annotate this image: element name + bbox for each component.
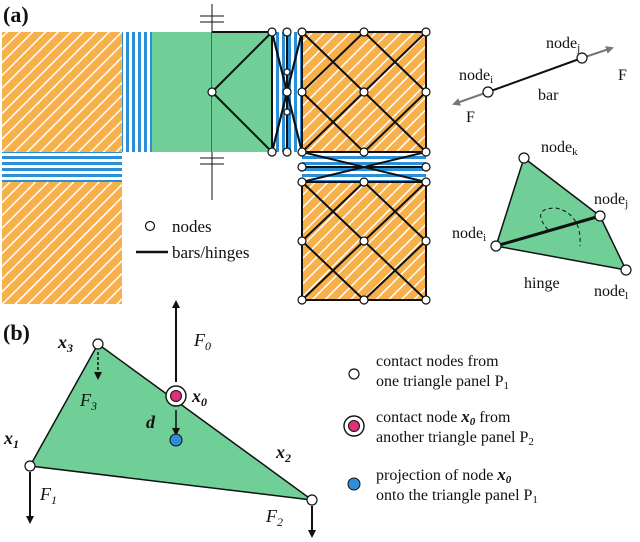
label-f1: F1	[39, 484, 57, 507]
legend-item1-line2: one triangle panel P1	[376, 373, 509, 392]
legend-item3-line2: onto the triangle panel P1	[376, 487, 538, 506]
panel-b-label: (b)	[3, 320, 30, 345]
hinge-node-k: nodek	[541, 139, 578, 158]
panel-b: (b) x3 x1 x2 x0 F3 F1 F2 F0 d contact no…	[3, 300, 538, 538]
nodes	[207, 27, 431, 305]
legend-item2-line2: another triangle panel P2	[376, 429, 534, 448]
legend-item1-line1: contact nodes from	[376, 353, 499, 370]
legend-contact-node-marker	[348, 368, 360, 380]
green-panel	[212, 32, 272, 152]
node-x3	[92, 338, 104, 350]
node-x2	[306, 494, 318, 506]
green-panel	[152, 32, 212, 152]
label-d: d	[146, 412, 156, 432]
legend-projection-marker	[347, 477, 361, 491]
node-x1	[24, 460, 36, 472]
triangle-panel-p1	[28, 342, 315, 502]
label-x1: x1	[3, 428, 19, 451]
bar-force-right: F	[618, 67, 627, 84]
hinge-node-i: nodei	[452, 225, 486, 244]
legend-item3-line1: projection of node x0	[376, 465, 512, 486]
label-x0: x0	[191, 386, 207, 409]
panel-b-legend: contact nodes from one triangle panel P1…	[343, 353, 538, 506]
legend-box	[130, 200, 295, 300]
bar-force-left: F	[466, 109, 475, 126]
striped-crease	[2, 152, 122, 182]
hinge-inset: nodek nodej nodei nodel hinge	[452, 139, 632, 302]
hinge-node-l: nodel	[594, 283, 628, 302]
label-f0: F0	[193, 330, 211, 353]
panel-a: nodes bars/hinges (a) nodei nodej bar F …	[0, 0, 632, 305]
legend-bars-label: bars/hinges	[172, 243, 249, 262]
bar-inset: nodei nodej bar F F	[452, 35, 627, 126]
bar-node-i: nodei	[459, 67, 493, 86]
hinge-label: hinge	[524, 275, 560, 292]
bar-label: bar	[538, 87, 559, 104]
legend-nodes-label: nodes	[172, 217, 212, 236]
legend-node-marker	[144, 220, 156, 232]
label-x2: x2	[275, 442, 291, 465]
label-f3: F3	[79, 390, 97, 413]
striped-crease	[122, 32, 152, 152]
bar-node-j: nodej	[546, 35, 580, 54]
hatched-panel	[2, 182, 122, 304]
label-f2: F2	[265, 506, 283, 529]
panel-a-label: (a)	[3, 2, 29, 27]
legend-item2-line1: contact node x0 from	[376, 407, 511, 428]
projection-node	[169, 433, 183, 447]
label-x3: x3	[57, 332, 73, 355]
hinge-node-j: nodej	[594, 191, 628, 210]
hatched-panel	[2, 32, 122, 152]
